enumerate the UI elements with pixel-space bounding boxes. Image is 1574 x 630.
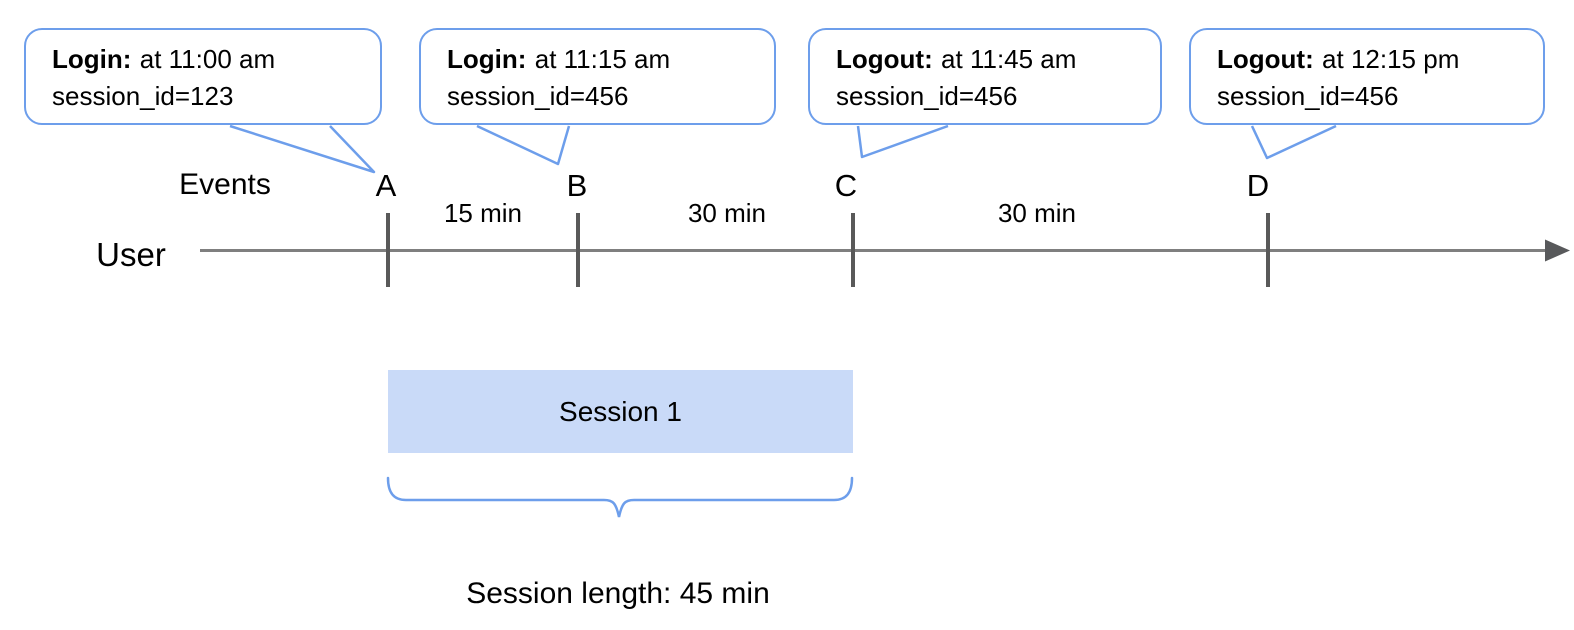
event-time-text: at 11:15 am — [534, 44, 671, 74]
event-time-text: at 12:15 pm — [1322, 44, 1460, 74]
event-type-label: Login: — [447, 44, 527, 74]
session-id-text: session_id=456 — [447, 81, 629, 111]
callout-tail-d — [1250, 124, 1337, 160]
callout-logout-c: Logout: at 11:45 am session_id=456 — [808, 28, 1162, 125]
events-row-label: Events — [179, 168, 271, 201]
event-marker-d: D — [1246, 168, 1270, 203]
callout-login-a: Login:at 11:00 am session_id=123 — [24, 28, 382, 125]
event-marker-c: C — [834, 168, 858, 203]
interval-label-cd: 30 min — [997, 198, 1077, 228]
callout-login-b: Login:at 11:15 am session_id=456 — [419, 28, 776, 125]
callout-tail-c — [856, 124, 949, 159]
user-axis-label: User — [96, 236, 166, 273]
session-1-label: Session 1 — [559, 395, 682, 427]
event-type-label: Logout: — [1217, 44, 1314, 74]
event-type-label: Login: — [52, 44, 132, 74]
session-length-brace — [386, 476, 854, 518]
timeline-arrowhead-icon — [1545, 239, 1570, 262]
session-length-label: Session length: 45 min — [466, 577, 770, 610]
event-type-label: Logout: — [836, 44, 933, 74]
tick-event-c — [851, 213, 855, 287]
session-id-text: session_id=456 — [1217, 81, 1399, 111]
tick-event-a — [386, 213, 390, 287]
interval-label-ab: 15 min — [443, 198, 523, 228]
event-marker-b: B — [566, 168, 588, 203]
callout-tail-a — [229, 124, 376, 174]
callout-logout-d: Logout: at 12:15 pm session_id=456 — [1189, 28, 1545, 125]
tick-event-b — [576, 213, 580, 287]
session-1-box: Session 1 — [388, 370, 853, 453]
interval-label-bc: 30 min — [687, 198, 767, 228]
session-id-text: session_id=456 — [836, 81, 1018, 111]
event-time-text: at 11:45 am — [941, 44, 1077, 74]
event-marker-a: A — [375, 168, 397, 203]
event-time-text: at 11:00 am — [139, 44, 276, 74]
callout-tail-b — [476, 124, 571, 166]
tick-event-d — [1266, 213, 1270, 287]
session-id-text: session_id=123 — [52, 81, 234, 111]
